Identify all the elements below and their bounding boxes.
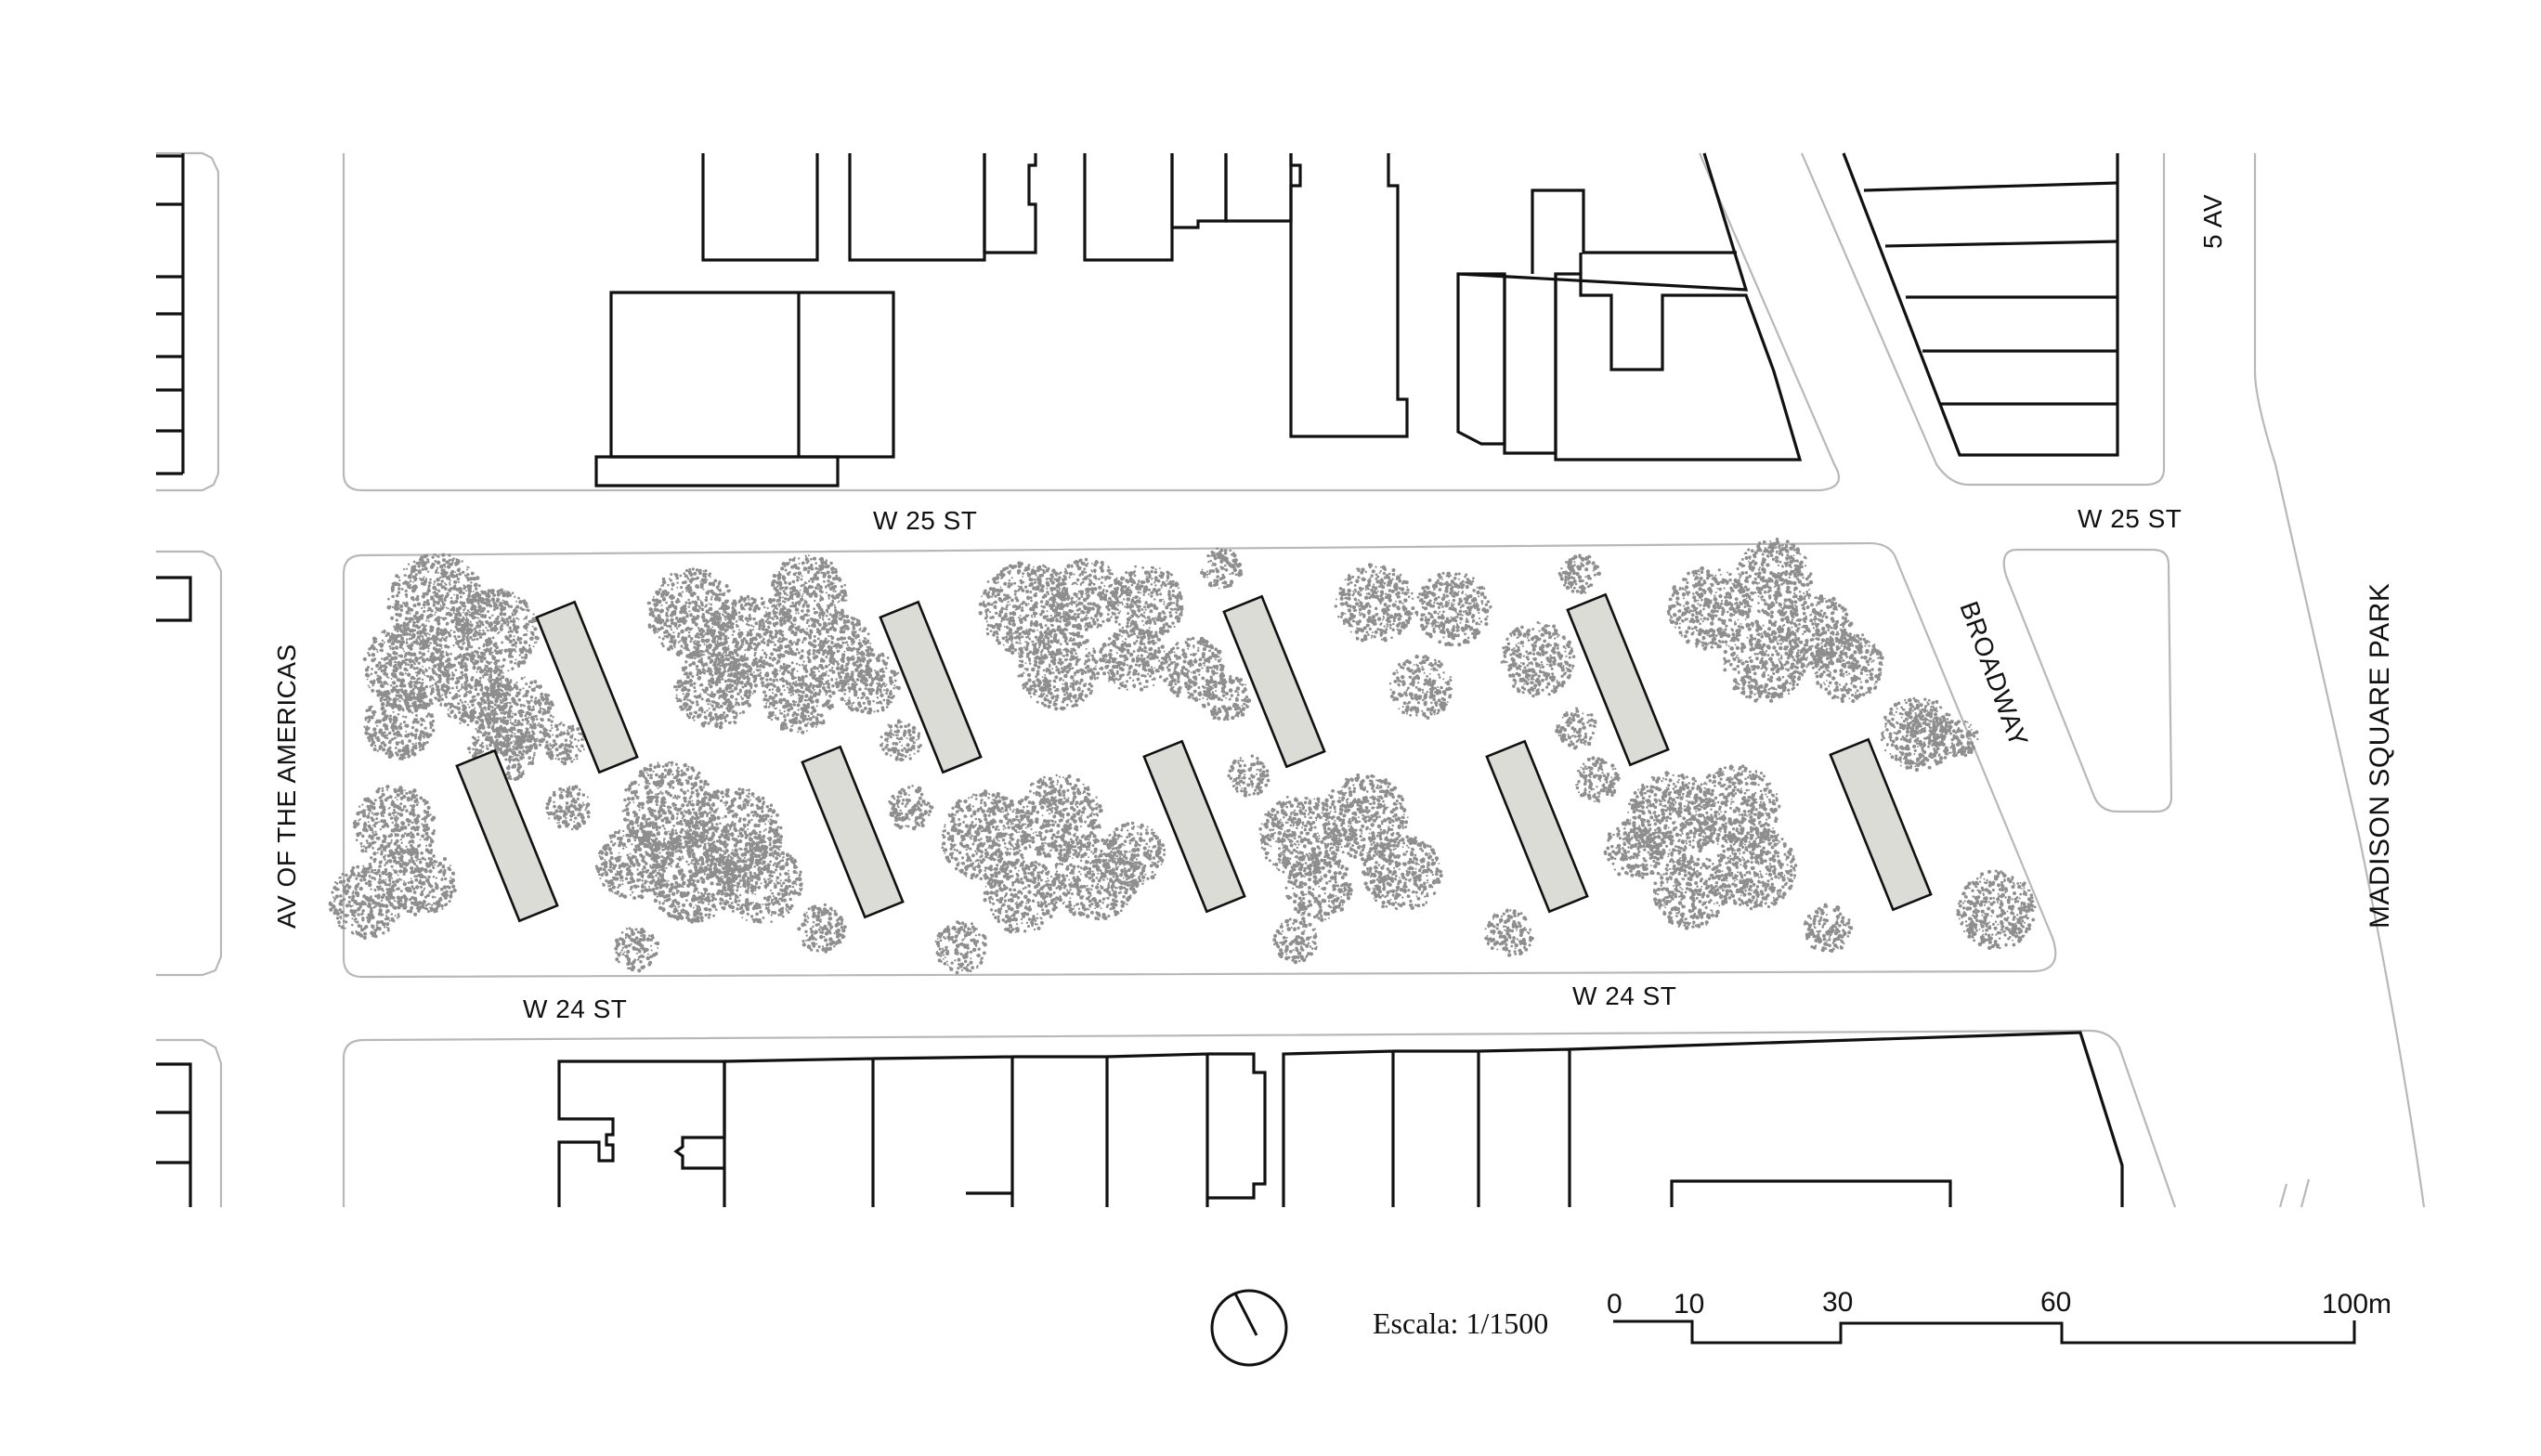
pavilion-6 bbox=[802, 747, 903, 916]
tree-cluster bbox=[1200, 547, 1243, 589]
tree-cluster bbox=[880, 720, 922, 762]
building-top-9 bbox=[1505, 274, 1556, 453]
tree-cluster bbox=[1956, 869, 2036, 950]
tree-cluster bbox=[1881, 697, 1955, 772]
scale-label: Escala: 1/1500 bbox=[1373, 1306, 1548, 1340]
building-top-courtyard bbox=[611, 292, 893, 457]
tree-cluster bbox=[363, 688, 435, 760]
building-left-column bbox=[156, 153, 183, 474]
label-madison: MADISON SQUARE PARK bbox=[2365, 583, 2395, 929]
building-left-mid bbox=[156, 578, 190, 620]
scale-bar-line bbox=[1613, 1320, 2354, 1343]
tree-cluster bbox=[329, 863, 405, 940]
curb-fifth-avenue bbox=[2255, 153, 2424, 1207]
scale-tick-0: 0 bbox=[1607, 1289, 1622, 1320]
tree-cluster bbox=[888, 785, 933, 830]
tree-cluster bbox=[1575, 756, 1621, 802]
building-top-7 bbox=[1291, 153, 1407, 436]
building-top-4 bbox=[1085, 153, 1172, 260]
curb-left-middle bbox=[156, 552, 221, 975]
tree-cluster bbox=[1653, 853, 1729, 930]
curb-triangle-island bbox=[2004, 550, 2171, 812]
building-top-5 bbox=[1172, 153, 1226, 228]
pavilion-2 bbox=[880, 602, 981, 772]
tree-cluster bbox=[544, 722, 585, 765]
north-arrow-icon bbox=[1212, 1291, 1286, 1365]
pavilion-8 bbox=[1487, 741, 1587, 911]
tree-cluster bbox=[797, 904, 846, 954]
tree-cluster bbox=[935, 920, 987, 974]
tree-cluster bbox=[1272, 916, 1318, 964]
scale-tick-10: 10 bbox=[1674, 1289, 1704, 1320]
tree-cluster bbox=[545, 785, 590, 830]
tree-cluster bbox=[1015, 774, 1103, 861]
building-top-right bbox=[1844, 153, 2118, 455]
scale-bar: Escala: 1/1500 0 10 30 60 100m bbox=[1373, 1287, 2391, 1343]
tree-cluster bbox=[1501, 621, 1576, 697]
tree-cluster bbox=[1555, 707, 1596, 749]
building-bottom-5 bbox=[1284, 1049, 1570, 1207]
building-bottom-1 bbox=[559, 1061, 724, 1207]
pavilion-7 bbox=[1144, 741, 1244, 911]
building-top-courtyard-base bbox=[596, 457, 838, 486]
building-top-6 bbox=[1226, 153, 1300, 221]
building-top-2 bbox=[850, 153, 984, 260]
label-w24-right: W 24 ST bbox=[1572, 982, 1676, 1010]
building-top-12 bbox=[1458, 153, 1746, 290]
label-w25-left: W 25 ST bbox=[873, 506, 977, 535]
building-top-1 bbox=[703, 153, 817, 260]
building-bottom-6 bbox=[1570, 1033, 2122, 1207]
tree-cluster bbox=[1202, 674, 1251, 721]
building-bottom-3 bbox=[724, 1057, 1107, 1207]
curb-park-inner-1 bbox=[2280, 1184, 2287, 1207]
tree-cluster bbox=[1804, 904, 1853, 953]
label-w25-right: W 25 ST bbox=[2078, 504, 2182, 533]
tree-cluster bbox=[1558, 553, 1601, 594]
curb-park-inner-2 bbox=[2301, 1179, 2309, 1207]
tree-cluster bbox=[1335, 563, 1415, 642]
tree-cluster bbox=[1050, 558, 1123, 631]
tree-cluster bbox=[836, 651, 901, 715]
pavilion-5 bbox=[457, 750, 557, 920]
label-americas: AV OF THE AMERICAS bbox=[272, 644, 301, 929]
tree-cluster bbox=[1484, 909, 1534, 957]
label-w24-left: W 24 ST bbox=[523, 994, 627, 1023]
scale-tick-60: 60 bbox=[2040, 1287, 2071, 1318]
tree-cluster bbox=[614, 927, 659, 972]
tree-cluster bbox=[1284, 853, 1352, 922]
tree-cluster bbox=[353, 785, 436, 868]
curb-top-block bbox=[344, 153, 1839, 490]
scale-tick-100m: 100m bbox=[2322, 1289, 2391, 1320]
tree-cluster bbox=[1160, 637, 1225, 702]
tree-cluster bbox=[1389, 655, 1453, 720]
pavilion-9 bbox=[1831, 739, 1931, 909]
building-left-bottom bbox=[156, 1064, 190, 1207]
building-top-3 bbox=[984, 153, 1036, 253]
tree-cluster bbox=[1052, 834, 1140, 920]
tree-cluster bbox=[1227, 755, 1270, 798]
building-top-8 bbox=[1458, 274, 1505, 444]
building-top-11 bbox=[1532, 190, 1737, 274]
building-bottom-4 bbox=[966, 1054, 1265, 1207]
tree-cluster bbox=[1362, 835, 1443, 910]
curb-top-right-block bbox=[1802, 153, 2164, 485]
tree-cluster bbox=[1110, 566, 1183, 640]
building-top-right-divs bbox=[1864, 183, 2118, 404]
scale-tick-30: 30 bbox=[1822, 1287, 1853, 1318]
building-bottom-2 bbox=[676, 1061, 724, 1168]
tree-cluster bbox=[1414, 572, 1492, 647]
label-5-av: 5 AV bbox=[2198, 194, 2227, 249]
